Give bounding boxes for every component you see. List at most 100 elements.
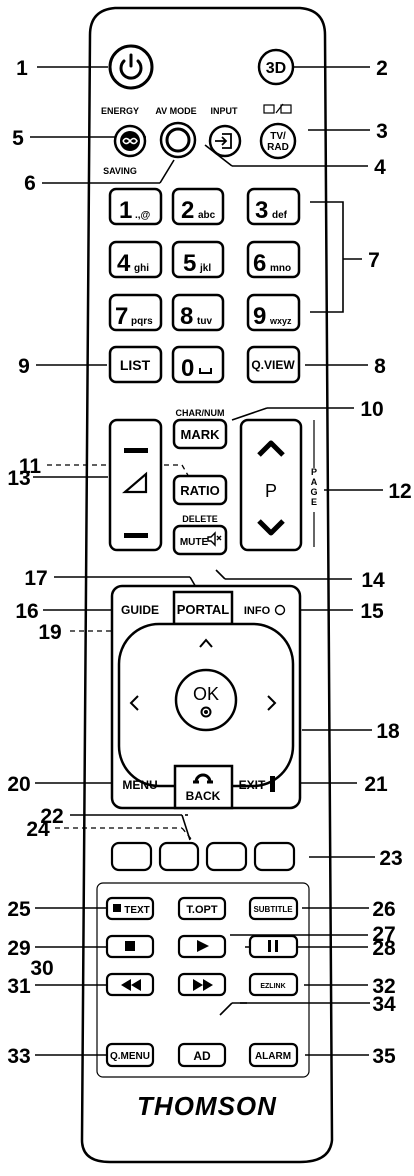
guide-button[interactable]: GUIDE [121, 603, 159, 617]
yellow-key[interactable] [205, 841, 248, 872]
callout-18: 18 [376, 720, 400, 743]
svg-text:mno: mno [270, 263, 291, 274]
svg-text:3: 3 [255, 197, 268, 224]
info-button[interactable]: INFO [244, 604, 286, 617]
text-button[interactable]: TEXT [105, 896, 155, 921]
ad-button[interactable]: AD [177, 1042, 227, 1068]
ezlink-button[interactable]: EZLINK [248, 972, 299, 997]
ok-button[interactable]: OK [174, 668, 238, 732]
callout-7: 7 [368, 249, 380, 272]
stop-icon [125, 941, 135, 951]
3d-label: 3D [266, 60, 286, 77]
key-0[interactable]: 0 [171, 345, 225, 384]
char-num-label: CHAR/NUM [176, 408, 225, 418]
svg-text:2: 2 [181, 197, 194, 224]
volume-icon [122, 471, 148, 494]
fast-forward-button[interactable] [177, 972, 227, 997]
volume-rocker[interactable] [108, 418, 163, 552]
arrow-up-icon[interactable] [199, 638, 213, 648]
tv-label: TV/ [270, 131, 286, 142]
svg-text:INFO: INFO [244, 605, 271, 617]
page-letter: P [311, 467, 317, 477]
brand-logo: THOMSON [137, 1091, 277, 1121]
volume-up-icon [124, 448, 148, 453]
arrow-left-icon[interactable] [129, 695, 139, 711]
key-2[interactable]: 2 abc [171, 187, 225, 226]
page-letter: G [310, 487, 317, 497]
back-button[interactable]: BACK [173, 764, 234, 810]
svg-text:wxyz: wxyz [269, 316, 292, 326]
svg-text:OK: OK [193, 684, 219, 704]
key-1[interactable]: 1.,@ [108, 187, 163, 226]
callout-23: 23 [379, 847, 402, 870]
alarm-button[interactable]: ALARM [248, 1042, 299, 1068]
mute-button[interactable]: MUTE [172, 524, 228, 556]
svg-text:6: 6 [253, 250, 266, 277]
callout-28: 28 [372, 937, 396, 960]
svg-text:ghi: ghi [134, 263, 149, 274]
stop-button[interactable] [105, 934, 155, 959]
list-button[interactable]: LIST [108, 345, 163, 384]
energy-label: ENERGY [101, 106, 139, 116]
input-button[interactable] [208, 124, 242, 158]
svg-text:PORTAL: PORTAL [177, 602, 230, 617]
callout-20: 20 [7, 773, 30, 796]
svg-text:T.OPT: T.OPT [186, 904, 217, 916]
blue-key[interactable] [253, 841, 296, 872]
arrow-right-icon[interactable] [267, 695, 277, 711]
svg-text:9: 9 [253, 303, 266, 330]
subtitle-button[interactable]: SUBTITLE [248, 896, 299, 921]
menu-button[interactable]: MENU [122, 778, 157, 792]
av-mode-button[interactable] [159, 121, 197, 159]
callout-2: 2 [376, 57, 388, 80]
key-6[interactable]: 6 mno [246, 240, 301, 279]
power-button[interactable] [108, 44, 154, 90]
svg-text:abc: abc [198, 210, 216, 221]
3d-button[interactable]: 3D [257, 48, 295, 86]
rad-label: RAD [267, 142, 289, 153]
callout-35: 35 [372, 1045, 396, 1068]
callout-16: 16 [15, 600, 38, 623]
play-button[interactable] [177, 934, 227, 959]
qmenu-button[interactable]: Q.MENU [105, 1042, 155, 1068]
ratio-button[interactable]: RATIO [172, 474, 228, 506]
rewind-button[interactable] [105, 972, 155, 997]
svg-text:5: 5 [183, 250, 196, 277]
lower-panel [96, 882, 310, 1078]
svg-text:4: 4 [117, 250, 131, 277]
red-key[interactable] [110, 841, 153, 872]
svg-text:LIST: LIST [120, 357, 151, 373]
callout-8: 8 [374, 355, 386, 378]
color-keys [110, 841, 296, 872]
page-rocker[interactable]: P [239, 418, 303, 552]
input-label: INPUT [211, 106, 239, 116]
energy-saving-button[interactable] [113, 124, 147, 158]
page-down-icon [257, 519, 285, 536]
svg-text:7: 7 [115, 303, 128, 330]
svg-text:BACK: BACK [186, 789, 221, 803]
pause-button[interactable] [248, 934, 299, 959]
tv-rad-button[interactable]: TV/ RAD [259, 122, 297, 160]
portal-button[interactable]: PORTAL [172, 590, 234, 626]
page-letter: E [311, 497, 317, 507]
input-icon [215, 133, 232, 149]
green-key[interactable] [158, 841, 200, 872]
svg-text:EXIT: EXIT [239, 778, 266, 792]
av-mode-label: AV MODE [155, 106, 196, 116]
mark-button[interactable]: MARK [172, 418, 228, 450]
qview-button[interactable]: Q.VIEW [246, 345, 301, 384]
svg-text:MARK: MARK [181, 427, 221, 442]
topt-button[interactable]: T.OPT [177, 896, 227, 921]
exit-button[interactable]: EXIT [239, 776, 275, 792]
tv-rad-top-icon [263, 103, 292, 114]
svg-text:GUIDE: GUIDE [121, 603, 159, 617]
svg-text:MUTE: MUTE [180, 537, 209, 548]
callout-32: 32 [372, 975, 395, 998]
exit-icon [270, 776, 275, 792]
